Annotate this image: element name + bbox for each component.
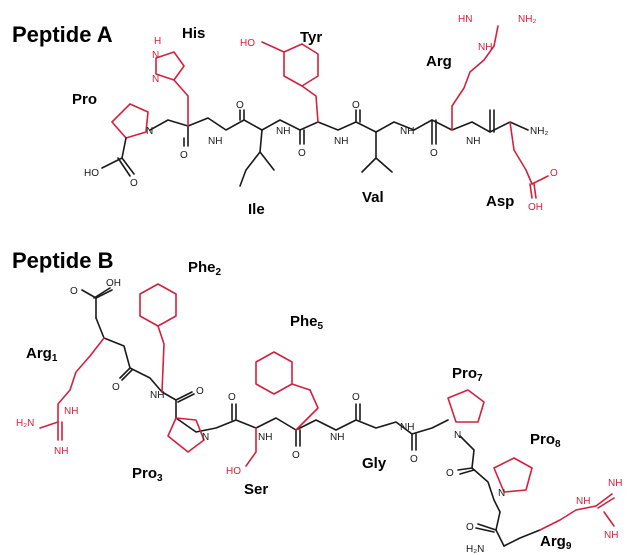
- atom-n-pro7: N: [454, 430, 461, 441]
- atom-arg-nh: NH: [478, 42, 492, 53]
- atom-pro-n: N: [146, 126, 153, 137]
- peptide-a-sidechains: [155, 25, 549, 199]
- atom-asp-nh2: NH₂: [530, 126, 548, 137]
- atom-n-pro8: N: [498, 488, 505, 499]
- atom-o5: O: [430, 148, 438, 159]
- atom-arg1-nh-side: NH: [64, 406, 78, 417]
- atom-his-n1: N: [152, 50, 159, 61]
- label-val: Val: [362, 189, 384, 206]
- atom-h2n-b: H₂N: [466, 544, 484, 555]
- atom-o-b1: O: [196, 386, 204, 397]
- atom-o-b5: O: [410, 454, 418, 465]
- atom-o-top: O: [70, 286, 78, 297]
- peptide-a: Peptide A His Tyr Arg Pro Ile Val Asp: [12, 14, 558, 218]
- peptide-a-atoms: H N N HO HN NH₂ NH HO O N O NH O NH O NH…: [84, 14, 558, 213]
- atom-asp-o: O: [550, 168, 558, 179]
- atom-o-k: O: [112, 382, 120, 393]
- label-ser: Ser: [244, 481, 268, 498]
- atom-nh-b2: NH: [258, 432, 272, 443]
- atom-nh3: NH: [334, 136, 348, 147]
- atom-nh5: NH: [466, 136, 480, 147]
- atom-nh2: NH: [276, 126, 290, 137]
- atom-o1: O: [180, 150, 188, 161]
- atom-asp-oh: OH: [528, 202, 543, 213]
- peptide-b-atoms: O OH H₂N NH NH O NH O N O NH HO O NH O N…: [16, 278, 622, 555]
- peptide-a-title: Peptide A: [12, 22, 113, 47]
- atom-o2: O: [236, 100, 244, 111]
- atom-arg9-nh-low: NH: [604, 530, 618, 541]
- label-pro: Pro: [72, 91, 97, 108]
- atom-arg-hn: HN: [458, 14, 472, 25]
- peptide-b-backbone: [81, 287, 541, 547]
- peptide-b-title: Peptide B: [12, 248, 113, 273]
- atom-pro-ho: HO: [84, 168, 99, 179]
- label-ile: Ile: [248, 201, 265, 218]
- atom-arg1-h2n: H₂N: [16, 418, 34, 429]
- label-asp: Asp: [486, 193, 514, 210]
- label-his: His: [182, 25, 205, 42]
- atom-o-b4: O: [352, 392, 360, 403]
- label-arg1: Arg1: [26, 345, 58, 364]
- atom-o-b2: O: [228, 392, 236, 403]
- label-phe2: Phe2: [188, 259, 222, 278]
- label-tyr: Tyr: [300, 29, 322, 46]
- atom-n-pro3: N: [202, 432, 209, 443]
- label-arg9: Arg9: [540, 533, 572, 552]
- atom-ser-ho: HO: [226, 466, 241, 477]
- atom-nh-b3: NH: [330, 432, 344, 443]
- atom-arg9-nh: NH: [576, 496, 590, 507]
- atom-arg9-nh-right: NH: [608, 478, 622, 489]
- atom-pro-o: O: [130, 178, 138, 189]
- label-pro7: Pro7: [452, 365, 483, 384]
- label-pro3: Pro3: [132, 465, 163, 484]
- atom-o3: O: [298, 148, 306, 159]
- atom-his-n2: N: [152, 74, 159, 85]
- label-pro8: Pro8: [530, 431, 561, 450]
- atom-his-h: H: [154, 36, 161, 47]
- peptide-b-sidechains: [39, 283, 615, 531]
- peptide-a-backbone: [101, 103, 529, 187]
- atom-arg-nh2: NH₂: [518, 14, 536, 25]
- atom-oh-top: OH: [106, 278, 121, 289]
- peptide-b: Peptide B Phe2 Arg1 Phe5 Pro7 Pro8 Pro3 …: [12, 248, 622, 555]
- atom-nh4: NH: [400, 126, 414, 137]
- atom-tyr-ho: HO: [240, 38, 255, 49]
- label-gly: Gly: [362, 455, 387, 472]
- atom-nh1: NH: [208, 136, 222, 147]
- label-arg: Arg: [426, 53, 452, 70]
- atom-nh-b4: NH: [400, 422, 414, 433]
- atom-nh-b1: NH: [150, 390, 164, 401]
- atom-o-b7: O: [466, 522, 474, 533]
- atom-o-b3: O: [292, 450, 300, 461]
- atom-o4: O: [352, 100, 360, 111]
- atom-arg1-nh-bottom: NH: [54, 446, 68, 457]
- atom-o-b6: O: [446, 468, 454, 479]
- label-phe5: Phe5: [290, 313, 324, 332]
